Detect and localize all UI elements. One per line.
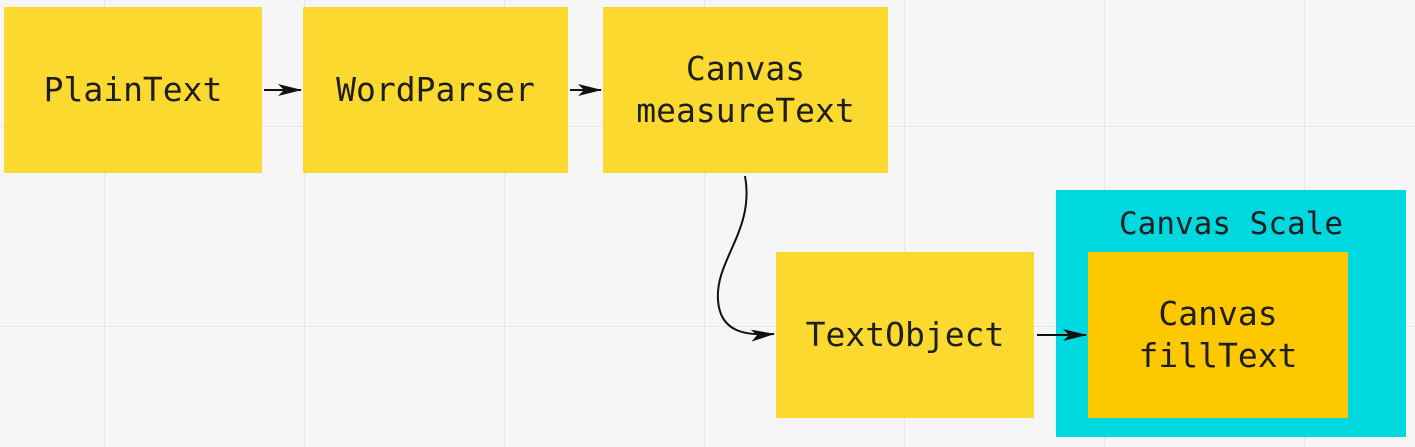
group-canvas-scale-label: Canvas Scale: [1119, 206, 1343, 242]
node-plain-text: PlainText: [4, 7, 262, 173]
node-canvas-fill-text: Canvas fillText: [1088, 252, 1348, 418]
node-text-object: TextObject: [776, 252, 1034, 418]
node-canvas-measure-text: Canvas measureText: [603, 7, 888, 173]
node-word-parser: WordParser: [303, 7, 568, 173]
edge-measuretext-to-textobject: [716, 175, 775, 342]
